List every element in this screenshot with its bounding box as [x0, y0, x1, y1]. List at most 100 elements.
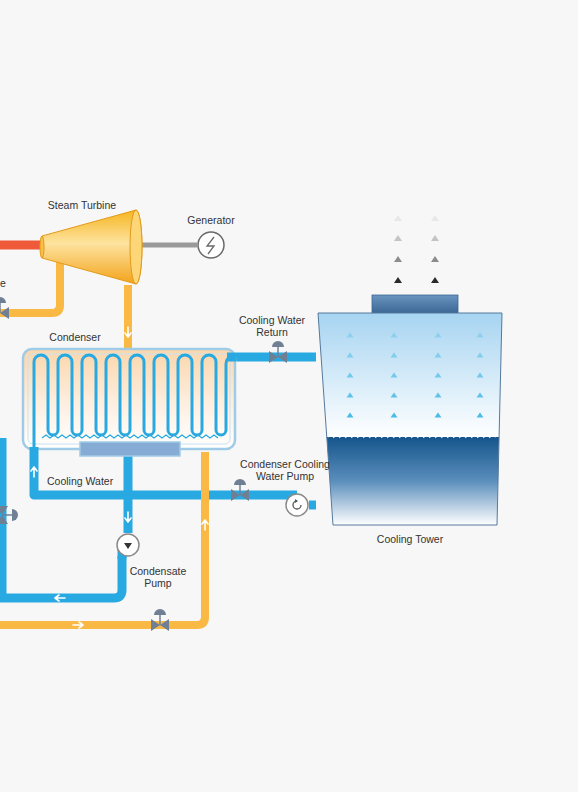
- pipe-group: [125, 456, 131, 533]
- pipe-label: Cooling Water Return: [234, 314, 310, 338]
- node-shape: [22, 348, 236, 456]
- pump-impeller: [293, 501, 301, 509]
- valve-stem: [0, 303, 1, 313]
- drive-shaft: [142, 243, 197, 248]
- vapour-plume: [394, 277, 402, 283]
- valve: [0, 297, 9, 319]
- valve: [269, 341, 287, 363]
- valve-stem: [159, 615, 161, 625]
- node-shape: [197, 231, 225, 259]
- return-water-pipe: [236, 353, 316, 362]
- rising-air: [477, 353, 484, 358]
- turbine-end: [130, 210, 142, 284]
- turbine-inlet: [40, 236, 44, 258]
- rising-air: [435, 333, 442, 338]
- node-label: Cooling Tower: [377, 533, 443, 545]
- pump: Condensate Pump: [116, 533, 140, 557]
- valve-handle: [234, 479, 246, 485]
- valve-body: [269, 351, 287, 363]
- lightning-symbol: [207, 237, 214, 254]
- steam-turbine: Steam Turbine: [40, 208, 142, 285]
- node-shape: [40, 208, 142, 285]
- arrow-head: [125, 327, 131, 337]
- node-shape: [316, 293, 504, 527]
- valve: [151, 609, 169, 631]
- cooling-tower: Cooling Tower: [316, 293, 504, 527]
- bypass-pipe: [0, 262, 60, 313]
- pipe-group: [309, 505, 316, 506]
- pump-casing: [117, 534, 139, 556]
- tower-basin-water: [327, 437, 499, 525]
- condensate-pipe: [124, 456, 133, 533]
- tower-outlet-pipe: [309, 501, 316, 510]
- node-label: Generator: [187, 214, 234, 226]
- node-label: Condenser Cooling Water Pump: [235, 458, 335, 482]
- node-shape: [285, 493, 309, 517]
- pipe-group: [125, 285, 131, 348]
- vapour-plume: [431, 277, 439, 283]
- pump-casing: [286, 494, 308, 516]
- tower-air-space: [318, 313, 502, 437]
- drain-pipe: [0, 452, 205, 625]
- rising-air: [347, 393, 354, 398]
- arrow-head: [125, 512, 131, 522]
- turbine-cone: [42, 210, 142, 284]
- rising-air: [477, 333, 484, 338]
- valve-body: [231, 489, 249, 501]
- valve-stem: [239, 485, 241, 495]
- flow-arrow: [73, 622, 83, 628]
- feed-pipe: [0, 438, 7, 598]
- generator-symbol: [198, 232, 224, 258]
- tower-outline: [318, 313, 502, 525]
- flow-arrow: [55, 595, 65, 601]
- rising-air: [347, 413, 354, 418]
- valve-body: [0, 506, 8, 524]
- pump: Condenser Cooling Water Pump: [285, 493, 309, 517]
- water-surface: [328, 435, 496, 437]
- valve-body: [0, 307, 9, 319]
- pipe-label: e: [0, 277, 6, 289]
- rising-air: [391, 333, 398, 338]
- vapour-plume: [394, 235, 402, 241]
- rising-air: [435, 373, 442, 378]
- vapour-plume: [394, 215, 402, 221]
- valve-handle: [12, 509, 18, 521]
- rising-air: [391, 393, 398, 398]
- node-label: Condensate Pump: [128, 565, 188, 589]
- rising-air: [347, 353, 354, 358]
- rising-air: [347, 373, 354, 378]
- rising-air: [391, 413, 398, 418]
- valve-body: [151, 619, 169, 631]
- cooling-coil: [34, 355, 236, 456]
- rising-air: [477, 413, 484, 418]
- hotwell: [80, 442, 180, 456]
- valve-stem: [277, 347, 279, 357]
- valve-handle: [0, 297, 6, 303]
- steam-pipe: [0, 241, 46, 250]
- pipe-group: [142, 245, 197, 246]
- arrow-head: [31, 467, 37, 477]
- exhaust-steam-pipe: [124, 285, 132, 348]
- flow-arrow: [202, 520, 208, 530]
- rising-air: [391, 373, 398, 378]
- valve-stem: [2, 514, 12, 516]
- node-label: Steam Turbine: [48, 199, 116, 211]
- rising-air: [391, 353, 398, 358]
- rising-air: [435, 413, 442, 418]
- valve: [231, 479, 249, 501]
- condenser: Condenser: [22, 348, 236, 456]
- pump-arrow: [295, 499, 298, 503]
- rising-air: [435, 353, 442, 358]
- condensate-pipe: [0, 556, 122, 598]
- tower-fan-cap: [372, 295, 458, 313]
- rising-air: [347, 333, 354, 338]
- rising-air: [477, 393, 484, 398]
- valve-handle: [272, 341, 284, 347]
- node-label: Condenser: [49, 331, 100, 343]
- valve: [0, 506, 18, 524]
- pump-arrow: [124, 543, 132, 549]
- generator: Generator: [197, 231, 225, 259]
- coil-zigzag: [42, 435, 218, 438]
- vapour-plume: [431, 215, 439, 221]
